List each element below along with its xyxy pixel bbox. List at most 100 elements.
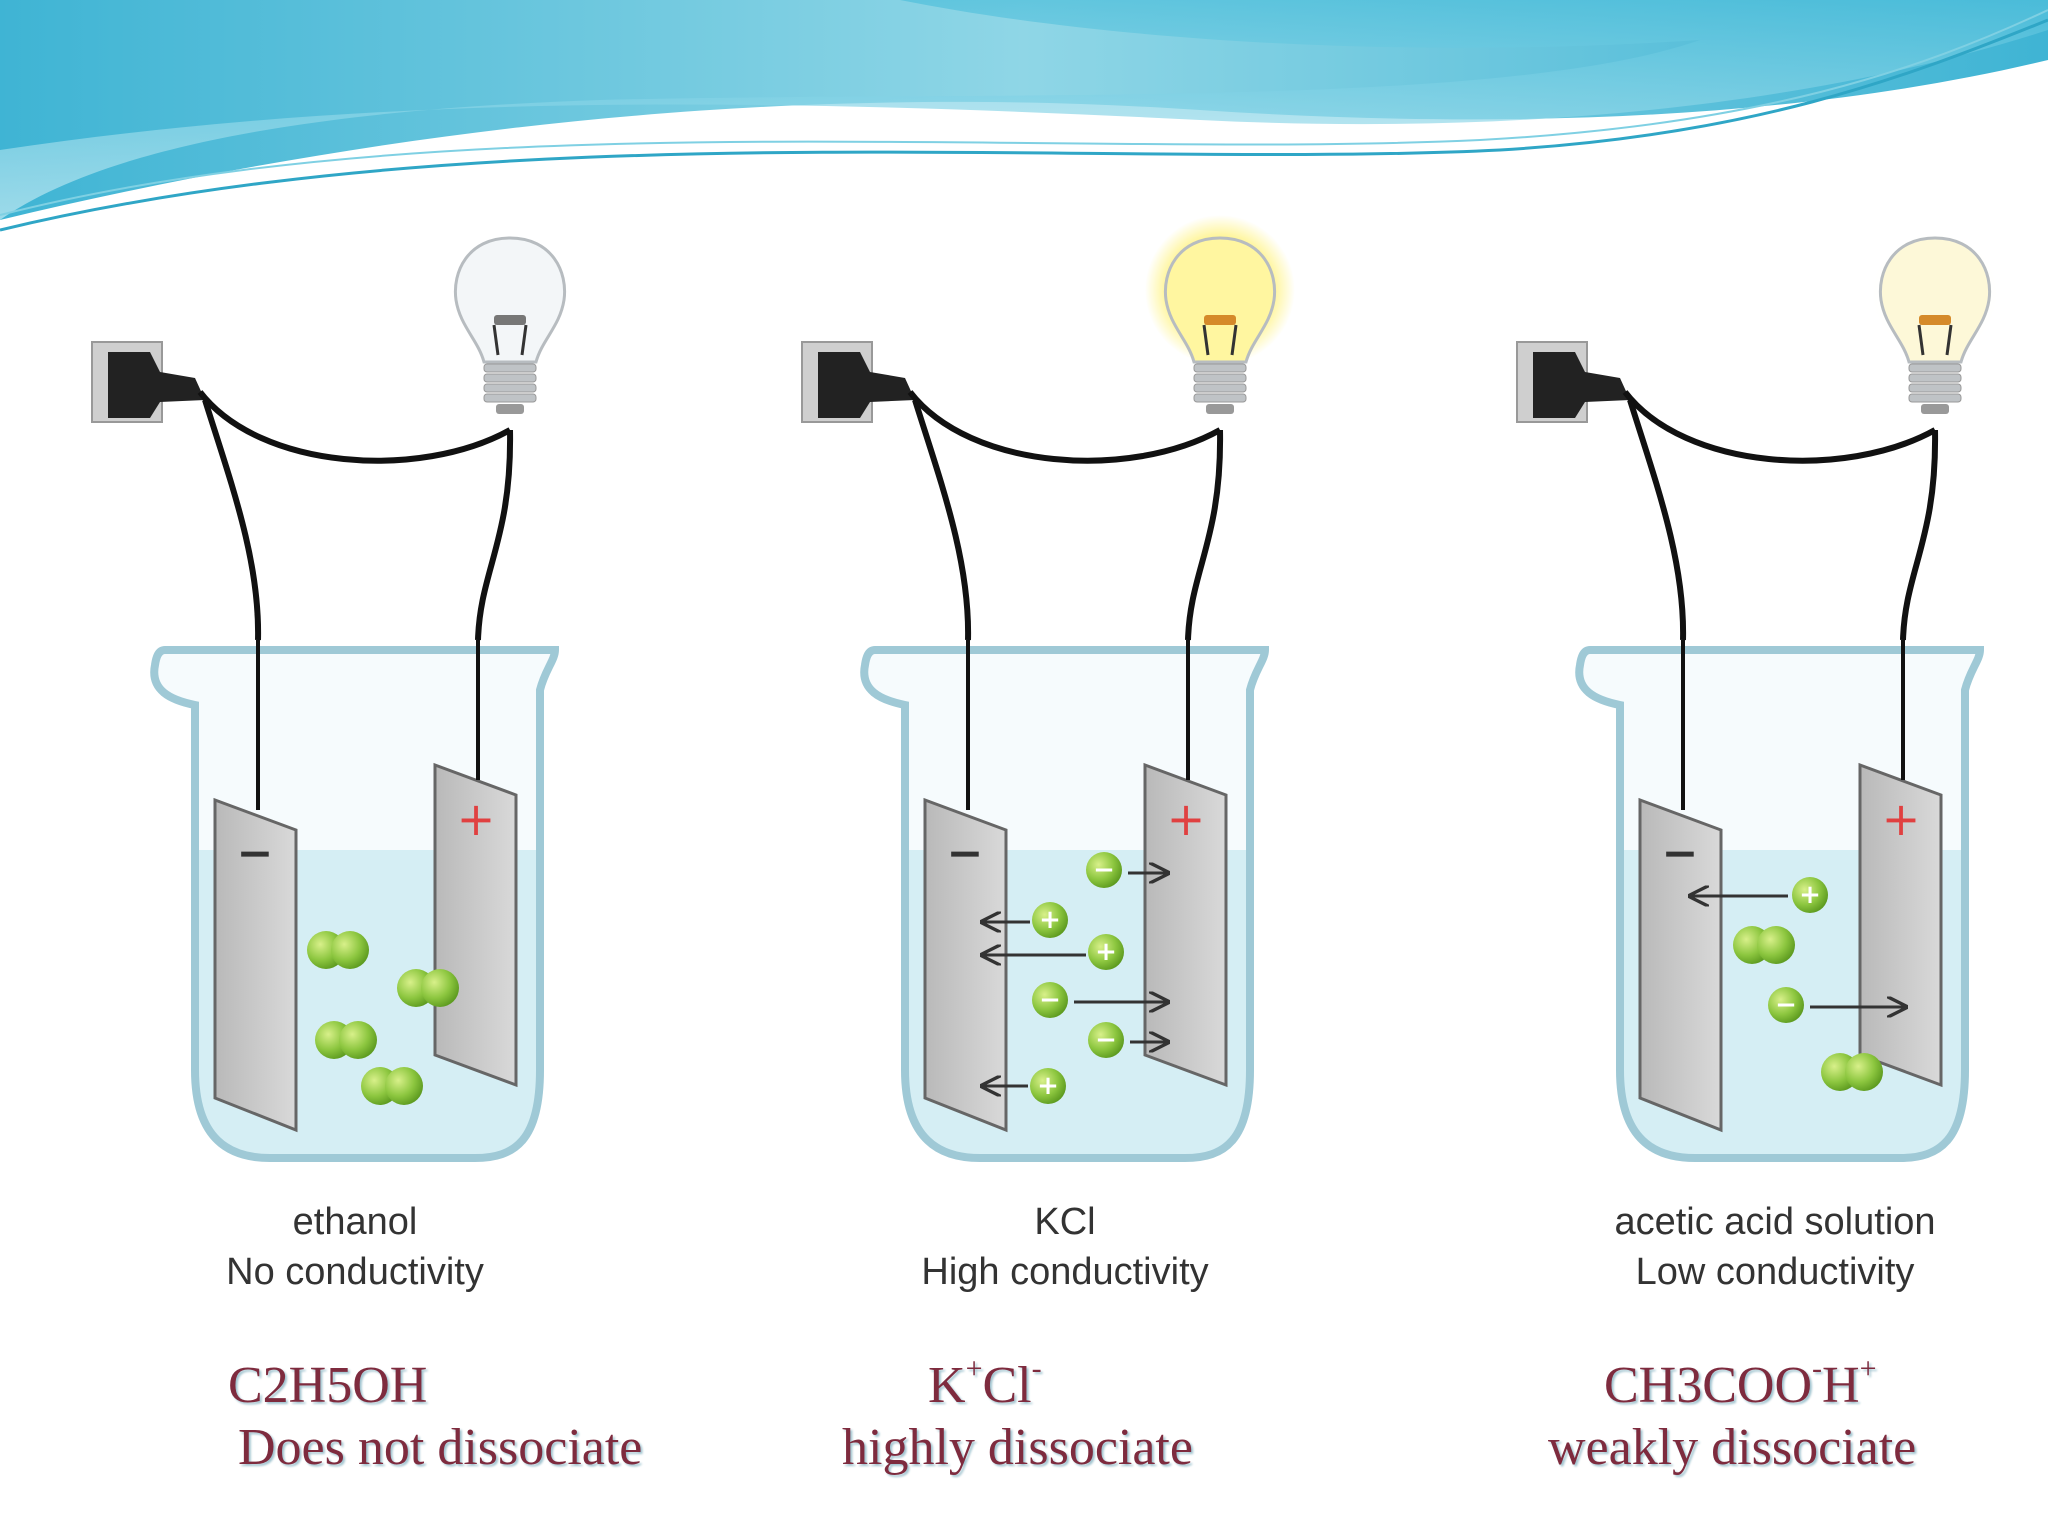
anion: −: [1768, 987, 1804, 1023]
panel-kcl: −+−++−−+: [801, 215, 1295, 1162]
anion-sign: −: [1775, 990, 1797, 1020]
wire-left: [202, 399, 262, 641]
anion-sign: −: [1039, 985, 1061, 1015]
header-wave-decoration: [0, 0, 2048, 232]
conductivity-ethanol: No conductivity: [226, 1251, 484, 1293]
positive-electrode-label: +: [1882, 792, 1921, 846]
bulb-base-ring: [1908, 373, 1962, 383]
negative-electrode-label: −: [1662, 828, 1699, 879]
conductivity-kcl: High conductivity: [921, 1251, 1209, 1293]
bulb-tip: [1206, 404, 1234, 414]
molecule-pair: [307, 931, 369, 969]
wire-right: [1900, 429, 1939, 641]
formula-kcl-cation: K: [928, 1357, 966, 1414]
bulb-glass: [453, 236, 567, 364]
molecule-pair-atom-b: [1845, 1053, 1883, 1091]
bulb-filament: [494, 315, 526, 325]
bulb-filament: [1204, 315, 1236, 325]
anion-ball: [1088, 1022, 1124, 1058]
cation-ball: [1030, 1068, 1066, 1104]
anion: −: [1088, 1022, 1124, 1058]
solution-name-kcl: KCl: [1034, 1201, 1096, 1243]
positive-electrode-label: +: [457, 792, 496, 846]
bulb-filament: [1919, 315, 1951, 325]
formula-ethanol: C2H5OH: [228, 1356, 427, 1415]
bulb-base-ring: [483, 383, 537, 393]
cation-sign: +: [1799, 880, 1821, 910]
plug-body: [108, 352, 205, 418]
bulb-base-ring: [1193, 383, 1247, 393]
negative-electrode: [1638, 797, 1723, 1133]
bulb-base-ring: [1908, 363, 1962, 373]
wire-right: [1185, 429, 1224, 641]
bulb-base-ring: [1193, 373, 1247, 383]
anion-ball: [1032, 982, 1068, 1018]
anion: −: [1032, 982, 1068, 1018]
plug-body: [818, 352, 915, 418]
wire-top: [1622, 390, 1937, 464]
negative-electrode-label: −: [237, 828, 274, 879]
formula-kcl-anion: Cl: [982, 1357, 1032, 1414]
formula-kcl: K+Cl-: [928, 1352, 1042, 1415]
anion-ball: [1768, 987, 1804, 1023]
cation-sign: +: [1095, 937, 1117, 967]
light-bulb-icon: [453, 236, 567, 414]
conductivity-acetic: Low conductivity: [1635, 1251, 1915, 1293]
cation: +: [1792, 877, 1828, 913]
bulb-filament-wires: [1917, 324, 1953, 356]
wire-top: [907, 390, 1222, 464]
bulb-base-ring: [1908, 393, 1962, 403]
formula-acetic-anion: CH3COO: [1604, 1357, 1813, 1414]
molecule-pair-atom-b: [421, 969, 459, 1007]
cation-ball: [1032, 902, 1068, 938]
molecule-pair: [315, 1021, 377, 1059]
formula-acetic-cation: H: [1822, 1357, 1860, 1414]
cation: +: [1030, 1068, 1066, 1104]
dissociation-kcl: highly dissociate: [842, 1419, 1193, 1476]
caption-ethanol: ethanol No conductivity: [160, 1197, 550, 1297]
panel-ethanol: −+: [91, 236, 567, 1162]
bulb-base-ring: [483, 363, 537, 373]
positive-electrode: [433, 762, 518, 1088]
caption-kcl: KCl High conductivity: [870, 1197, 1260, 1297]
bulb-base-ring: [483, 393, 537, 403]
positive-electrode-label: +: [1167, 792, 1206, 846]
formula-acetic: CH3COO-H+: [1604, 1352, 1877, 1415]
solution-name-ethanol: ethanol: [292, 1201, 418, 1243]
cation-sign: +: [1037, 1071, 1059, 1101]
cation-sign: +: [1039, 905, 1061, 935]
molecule-pair: [361, 1067, 423, 1105]
negative-electrode: [923, 797, 1008, 1133]
cation-ball: [1088, 934, 1124, 970]
positive-electrode: [1858, 762, 1943, 1088]
molecule-pair-atom-b: [339, 1021, 377, 1059]
formula-acetic-anion-charge: -: [1812, 1352, 1823, 1385]
bulb-base-ring: [1193, 393, 1247, 403]
molecule-pair: [397, 969, 459, 1007]
molecule-pair-atom-b: [331, 931, 369, 969]
panel-acetic: − + + −: [1516, 235, 2000, 1162]
light-bulb-icon: [1145, 215, 1295, 414]
bulb-tip: [1921, 404, 1949, 414]
dissociation-acetic: weakly dissociate: [1548, 1419, 1917, 1476]
cation: +: [1088, 934, 1124, 970]
molecule-pair-atom-b: [1757, 926, 1795, 964]
solution-name-acetic: acetic acid solution: [1614, 1201, 1936, 1243]
bulb-glass: [1163, 236, 1277, 364]
formula-ethanol-text: C2H5OH: [228, 1357, 428, 1414]
caption-acetic: acetic acid solution Low conductivity: [1560, 1197, 1990, 1297]
wall-outlet-icon: [801, 341, 915, 423]
wire-left: [912, 399, 972, 641]
cation-ball: [1792, 877, 1828, 913]
panels-layer: −+−+−++−−+−++−: [91, 215, 2000, 1162]
bulb-base-ring: [1193, 363, 1247, 373]
negative-electrode-label: −: [947, 828, 984, 879]
bulb-glass: [1878, 236, 1992, 364]
wire-left: [1627, 399, 1687, 641]
wall-outlet-icon: [1516, 341, 1630, 423]
negative-electrode: [213, 797, 298, 1133]
molecule-pair-atom-b: [385, 1067, 423, 1105]
anion-sign: −: [1093, 855, 1115, 885]
light-bulb-icon: [1870, 235, 2000, 414]
